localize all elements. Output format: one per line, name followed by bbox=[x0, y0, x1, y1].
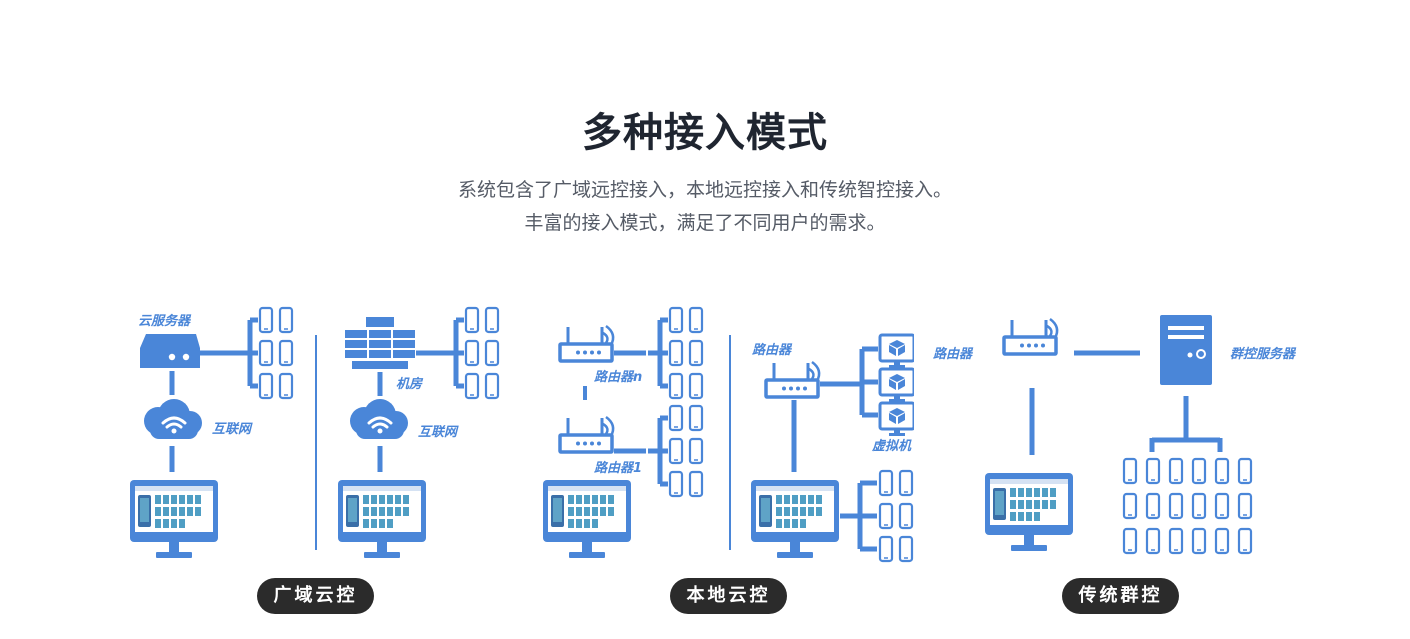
phone-grid-icon bbox=[444, 308, 498, 398]
router-icon bbox=[764, 360, 821, 399]
caption-traditional-group-control: 传统群控 bbox=[1062, 578, 1179, 614]
caption-wan-cloud-control: 广域云控 bbox=[257, 578, 374, 614]
label-router: 路由器 bbox=[933, 346, 974, 362]
label-router-n: 路由器n bbox=[594, 369, 642, 385]
router-icon bbox=[558, 415, 615, 454]
internet-cloud-icon bbox=[348, 397, 410, 441]
label-router: 路由器 bbox=[752, 342, 793, 358]
phone-icon bbox=[898, 469, 914, 497]
caption-local-cloud-control: 本地云控 bbox=[670, 578, 787, 614]
phone-grid-icon bbox=[648, 406, 702, 496]
label-internet-1: 互联网 bbox=[212, 421, 253, 437]
phone-grid-icon bbox=[648, 308, 702, 398]
label-machine-room: 机房 bbox=[396, 376, 424, 392]
phone-icon bbox=[878, 469, 894, 497]
label-internet-2: 互联网 bbox=[418, 424, 459, 440]
subtitle-line-1: 系统包含了广域远控接入，本地远控接入和传统智控接入。 bbox=[457, 179, 952, 201]
label-group-server: 群控服务器 bbox=[1230, 346, 1297, 362]
label-router-1: 路由器1 bbox=[594, 460, 642, 476]
phone-icon bbox=[878, 502, 894, 530]
mode-traditional-group-control: 路由器 群控服务器 bbox=[933, 315, 1297, 555]
label-cloud-server: 云服务器 bbox=[138, 313, 192, 329]
page-title: 多种接入模式 bbox=[582, 110, 828, 156]
monitor-icon bbox=[338, 480, 426, 558]
phone-icon bbox=[878, 535, 894, 563]
group-control-server-icon bbox=[1160, 315, 1212, 385]
virtual-machine-icon bbox=[878, 333, 916, 370]
server-rack-icon bbox=[345, 317, 415, 369]
virtual-machine-icon bbox=[878, 401, 916, 438]
monitor-icon bbox=[985, 473, 1073, 551]
internet-cloud-icon bbox=[142, 397, 204, 441]
subtitle-line-2: 丰富的接入模式，满足了不同用户的需求。 bbox=[524, 212, 886, 234]
phone-icon bbox=[898, 502, 914, 530]
monitor-icon bbox=[543, 480, 631, 558]
monitor-icon bbox=[130, 480, 218, 558]
label-virtual-machine: 虚拟机 bbox=[871, 438, 912, 454]
monitor-icon bbox=[751, 480, 839, 558]
virtual-machine-icon bbox=[878, 367, 916, 404]
mode-wan-cloud-control: 云服务器 互联网 机房 互联网 bbox=[130, 308, 498, 558]
phone-icon bbox=[898, 535, 914, 563]
router-icon bbox=[558, 324, 615, 363]
phone-grid-icon bbox=[238, 308, 292, 398]
cloud-server-icon bbox=[140, 334, 200, 368]
phone-array-icon bbox=[1122, 457, 1253, 555]
mode-local-cloud-control: 路由器n 路由器1 路由器 虚拟机 bbox=[543, 308, 916, 563]
router-icon bbox=[1002, 317, 1059, 356]
